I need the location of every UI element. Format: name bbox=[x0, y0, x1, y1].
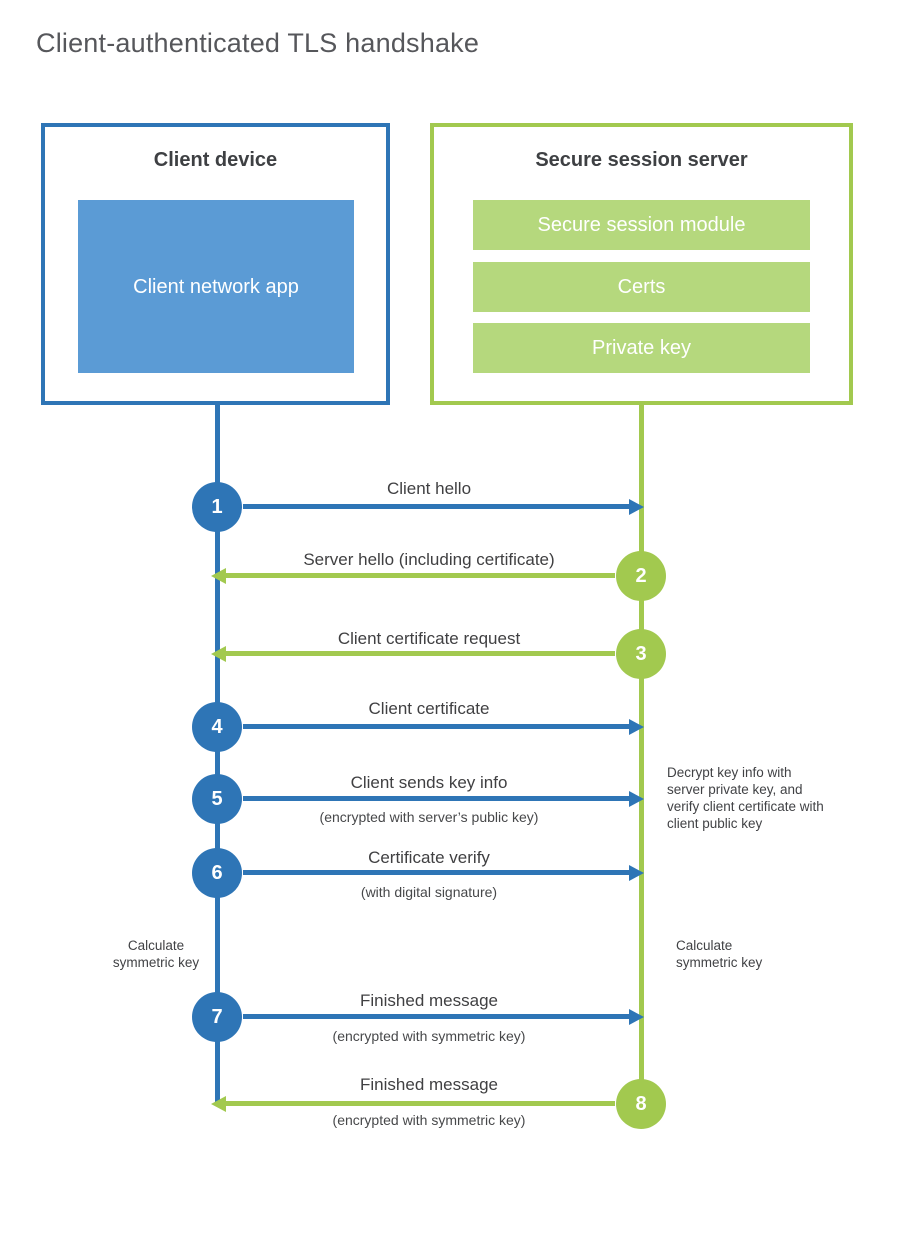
step-label: Certificate verify bbox=[368, 848, 490, 867]
server-module-private-key: Private key bbox=[473, 323, 810, 373]
arrow-right-icon bbox=[629, 719, 644, 735]
step-sublabel: (encrypted with symmetric key) bbox=[332, 1112, 526, 1128]
step-number-badge: 3 bbox=[616, 629, 666, 679]
step-number-badge: 2 bbox=[616, 551, 666, 601]
step-label: Client certificate bbox=[368, 699, 490, 718]
arrow-line bbox=[243, 504, 630, 509]
client-device-title: Client device bbox=[153, 149, 278, 171]
step-label: Client sends key info bbox=[350, 773, 508, 792]
server-lifeline bbox=[639, 405, 644, 1104]
server-module-certs: Certs bbox=[473, 262, 810, 312]
server-module-secure-session: Secure session module bbox=[473, 200, 810, 250]
step-label: Server hello (including certificate) bbox=[303, 550, 555, 569]
arrow-line bbox=[226, 651, 615, 656]
calculate-symmetric-key-server: Calculate symmetric key bbox=[676, 938, 763, 970]
arrow-line bbox=[226, 573, 615, 578]
arrow-right-icon bbox=[629, 865, 644, 881]
arrow-line bbox=[226, 1101, 615, 1106]
arrow-line bbox=[243, 1014, 630, 1019]
page-title: Client-authenticated TLS handshake bbox=[36, 28, 480, 58]
arrow-left-icon bbox=[211, 646, 226, 662]
step-number-badge: 1 bbox=[192, 482, 242, 532]
step-label: Client hello bbox=[386, 479, 472, 498]
step-number-badge: 4 bbox=[192, 702, 242, 752]
arrow-line bbox=[243, 796, 630, 801]
step-number-badge: 7 bbox=[192, 992, 242, 1042]
step-sublabel: (encrypted with server’s public key) bbox=[319, 809, 539, 825]
step-sublabel: (with digital signature) bbox=[360, 884, 498, 900]
step-sublabel: (encrypted with symmetric key) bbox=[332, 1028, 526, 1044]
calculate-symmetric-key-client: Calculate symmetric key bbox=[112, 938, 200, 970]
step-label: Client certificate request bbox=[337, 629, 521, 648]
step-number-badge: 8 bbox=[616, 1079, 666, 1129]
arrow-line bbox=[243, 724, 630, 729]
decrypt-note: Decrypt key info with server private key… bbox=[667, 765, 824, 831]
client-lifeline bbox=[215, 405, 220, 1103]
arrow-left-icon bbox=[211, 1096, 226, 1112]
arrow-right-icon bbox=[629, 1009, 644, 1025]
client-network-app-label: Client network app bbox=[133, 275, 299, 298]
step-number-badge: 6 bbox=[192, 848, 242, 898]
server-title: Secure session server bbox=[535, 149, 748, 171]
step-number-badge: 5 bbox=[192, 774, 242, 824]
arrow-line bbox=[243, 870, 630, 875]
arrow-right-icon bbox=[629, 499, 644, 515]
client-network-app-box: Client network app bbox=[78, 200, 354, 373]
arrow-right-icon bbox=[629, 791, 644, 807]
step-label: Finished message bbox=[360, 1075, 498, 1094]
arrow-left-icon bbox=[211, 568, 226, 584]
step-label: Finished message bbox=[360, 991, 498, 1010]
